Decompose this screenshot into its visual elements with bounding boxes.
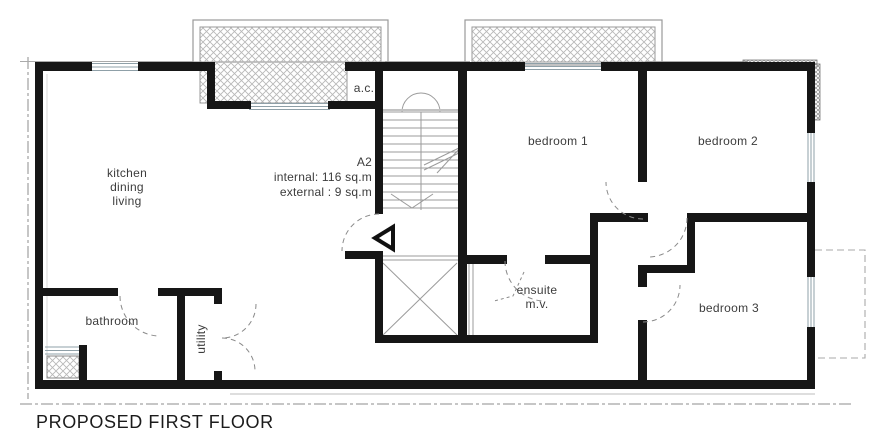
ac-label: a.c.: [353, 81, 375, 95]
walls: [35, 62, 815, 389]
site-boundary-lines: [20, 57, 852, 405]
kitchen-label-line2: dining: [110, 180, 144, 194]
windows: [45, 63, 815, 355]
plan-title: PROPOSED FIRST FLOOR: [36, 412, 274, 432]
bedroom2-label: bedroom 2: [697, 134, 759, 148]
window-under-terrace: [249, 103, 330, 110]
bathroom-door-arc: [119, 295, 161, 337]
unit-internal-area: internal: 116 sq.m: [273, 170, 372, 184]
utility-door-arc-top: [221, 303, 257, 339]
bedroom3-door-arc: [642, 284, 681, 323]
ensuite-label-line2: m.v.: [525, 297, 549, 311]
unit-name: A2: [356, 155, 372, 169]
window-bedroom2-right: [807, 133, 815, 182]
utility-door-arc-bottom: [221, 337, 256, 372]
ensuite-label-line1: ensuite: [516, 283, 558, 297]
kitchen-label: kitchen dining living: [107, 166, 147, 208]
door-swing-arcs: [119, 181, 688, 372]
bedroom3-label: bedroom 3: [698, 301, 760, 315]
bedroom2-door-arc: [647, 217, 688, 258]
ensuite-door-arc: [504, 260, 546, 302]
ensuite-pocket-door: [468, 258, 474, 340]
future-balcony-dashed-outline: [815, 249, 866, 359]
window-kitchen-top: [90, 63, 140, 71]
terrace-above-bedroom1: [464, 19, 663, 66]
window-bathroom-left: [45, 346, 79, 355]
bathroom-duct-hatch: [46, 355, 80, 379]
entrance-door-arc: [341, 213, 380, 252]
kitchen-label-line1: kitchen: [106, 166, 148, 180]
utility-label: utility: [194, 324, 208, 354]
unit-external-area: external : 9 sq.m: [279, 185, 372, 199]
window-bedroom1-top: [523, 63, 603, 70]
ensuite-label: ensuite m.v.: [517, 283, 558, 311]
bedroom1-door-arc: [605, 181, 644, 220]
window-bedroom3-right: [807, 277, 815, 327]
staircase: [383, 92, 462, 210]
ensuite-leader-line: [493, 271, 525, 302]
elevator-shaft: [382, 255, 458, 336]
elevator-x-mark: [382, 262, 458, 336]
kitchen-label-line3: living: [112, 194, 142, 208]
bedroom1-label: bedroom 1: [527, 134, 589, 148]
unit-info-annotation: A2 internal: 116 sq.m external : 9 sq.m: [274, 155, 372, 200]
entrance-marker-triangle: [371, 223, 395, 253]
bathroom-label: bathroom: [85, 314, 139, 328]
